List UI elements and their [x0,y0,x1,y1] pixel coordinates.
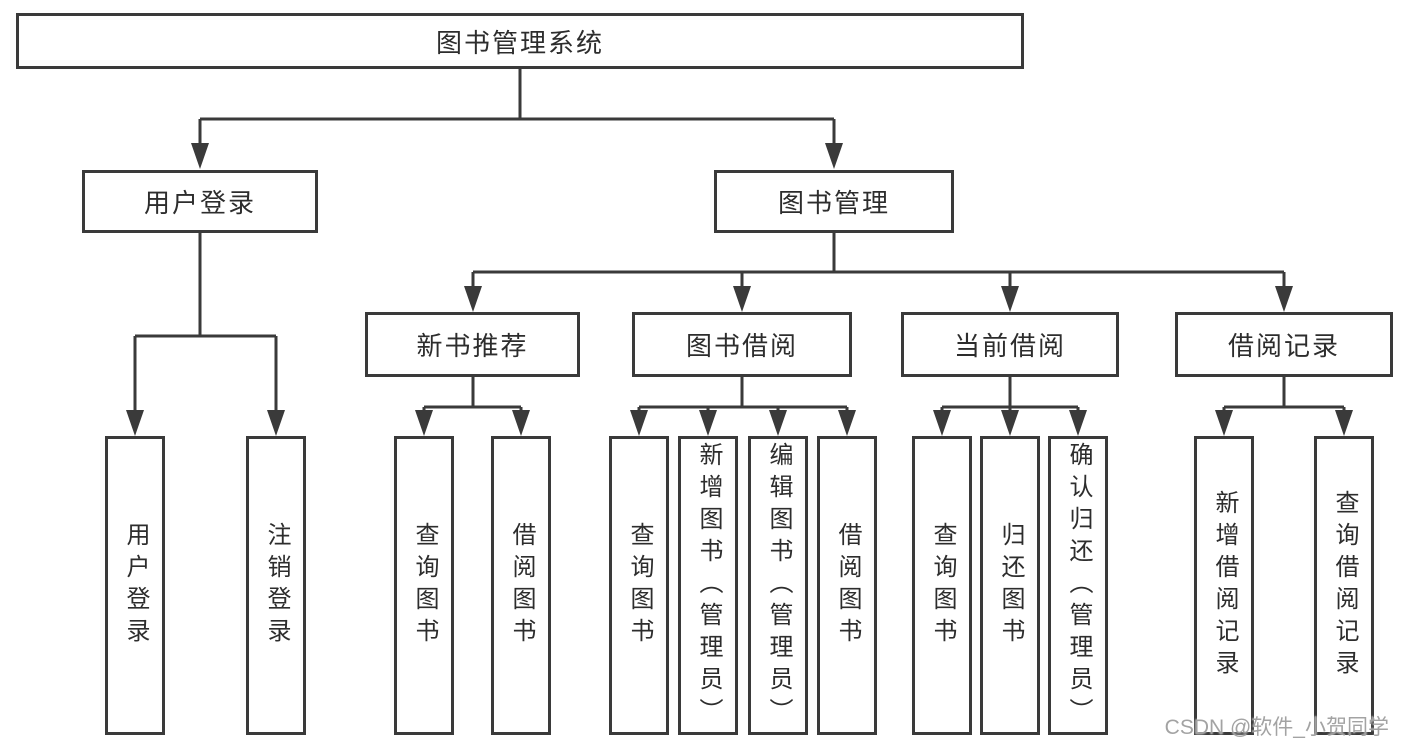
node-current-borrowing: 当前借阅 [901,312,1119,377]
node-library-system: 图书管理系统 [16,13,1024,69]
node-leaf-user-login: 用户登录 [105,436,165,735]
node-leaf-query-books-recommend: 查询图书 [394,436,454,735]
node-leaf-borrow-books-recommend: 借阅图书 [491,436,551,735]
csdn-watermark: CSDN @软件_小贺同学 [1164,716,1389,739]
node-leaf-return-books: 归还图书 [980,436,1040,735]
node-leaf-query-books-borrow: 查询图书 [609,436,669,735]
node-leaf-query-books-current: 查询图书 [912,436,972,735]
node-leaf-borrow-books: 借阅图书 [817,436,877,735]
node-book-management: 图书管理 [714,170,954,233]
arrowhead-icons [126,143,1353,436]
node-book-borrowing: 图书借阅 [632,312,852,377]
node-leaf-add-books-admin: 新增图书（管理员） [678,436,738,735]
node-leaf-confirm-return-admin: 确认归还（管理员） [1048,436,1108,735]
node-leaf-add-borrow-record: 新增借阅记录 [1194,436,1254,735]
node-user-login: 用户登录 [82,170,318,233]
node-new-book-recommend: 新书推荐 [365,312,580,377]
node-leaf-query-borrow-record: 查询借阅记录 [1314,436,1374,735]
node-leaf-edit-books-admin: 编辑图书（管理员） [748,436,808,735]
node-borrow-records: 借阅记录 [1175,312,1393,377]
node-leaf-logout: 注销登录 [246,436,306,735]
